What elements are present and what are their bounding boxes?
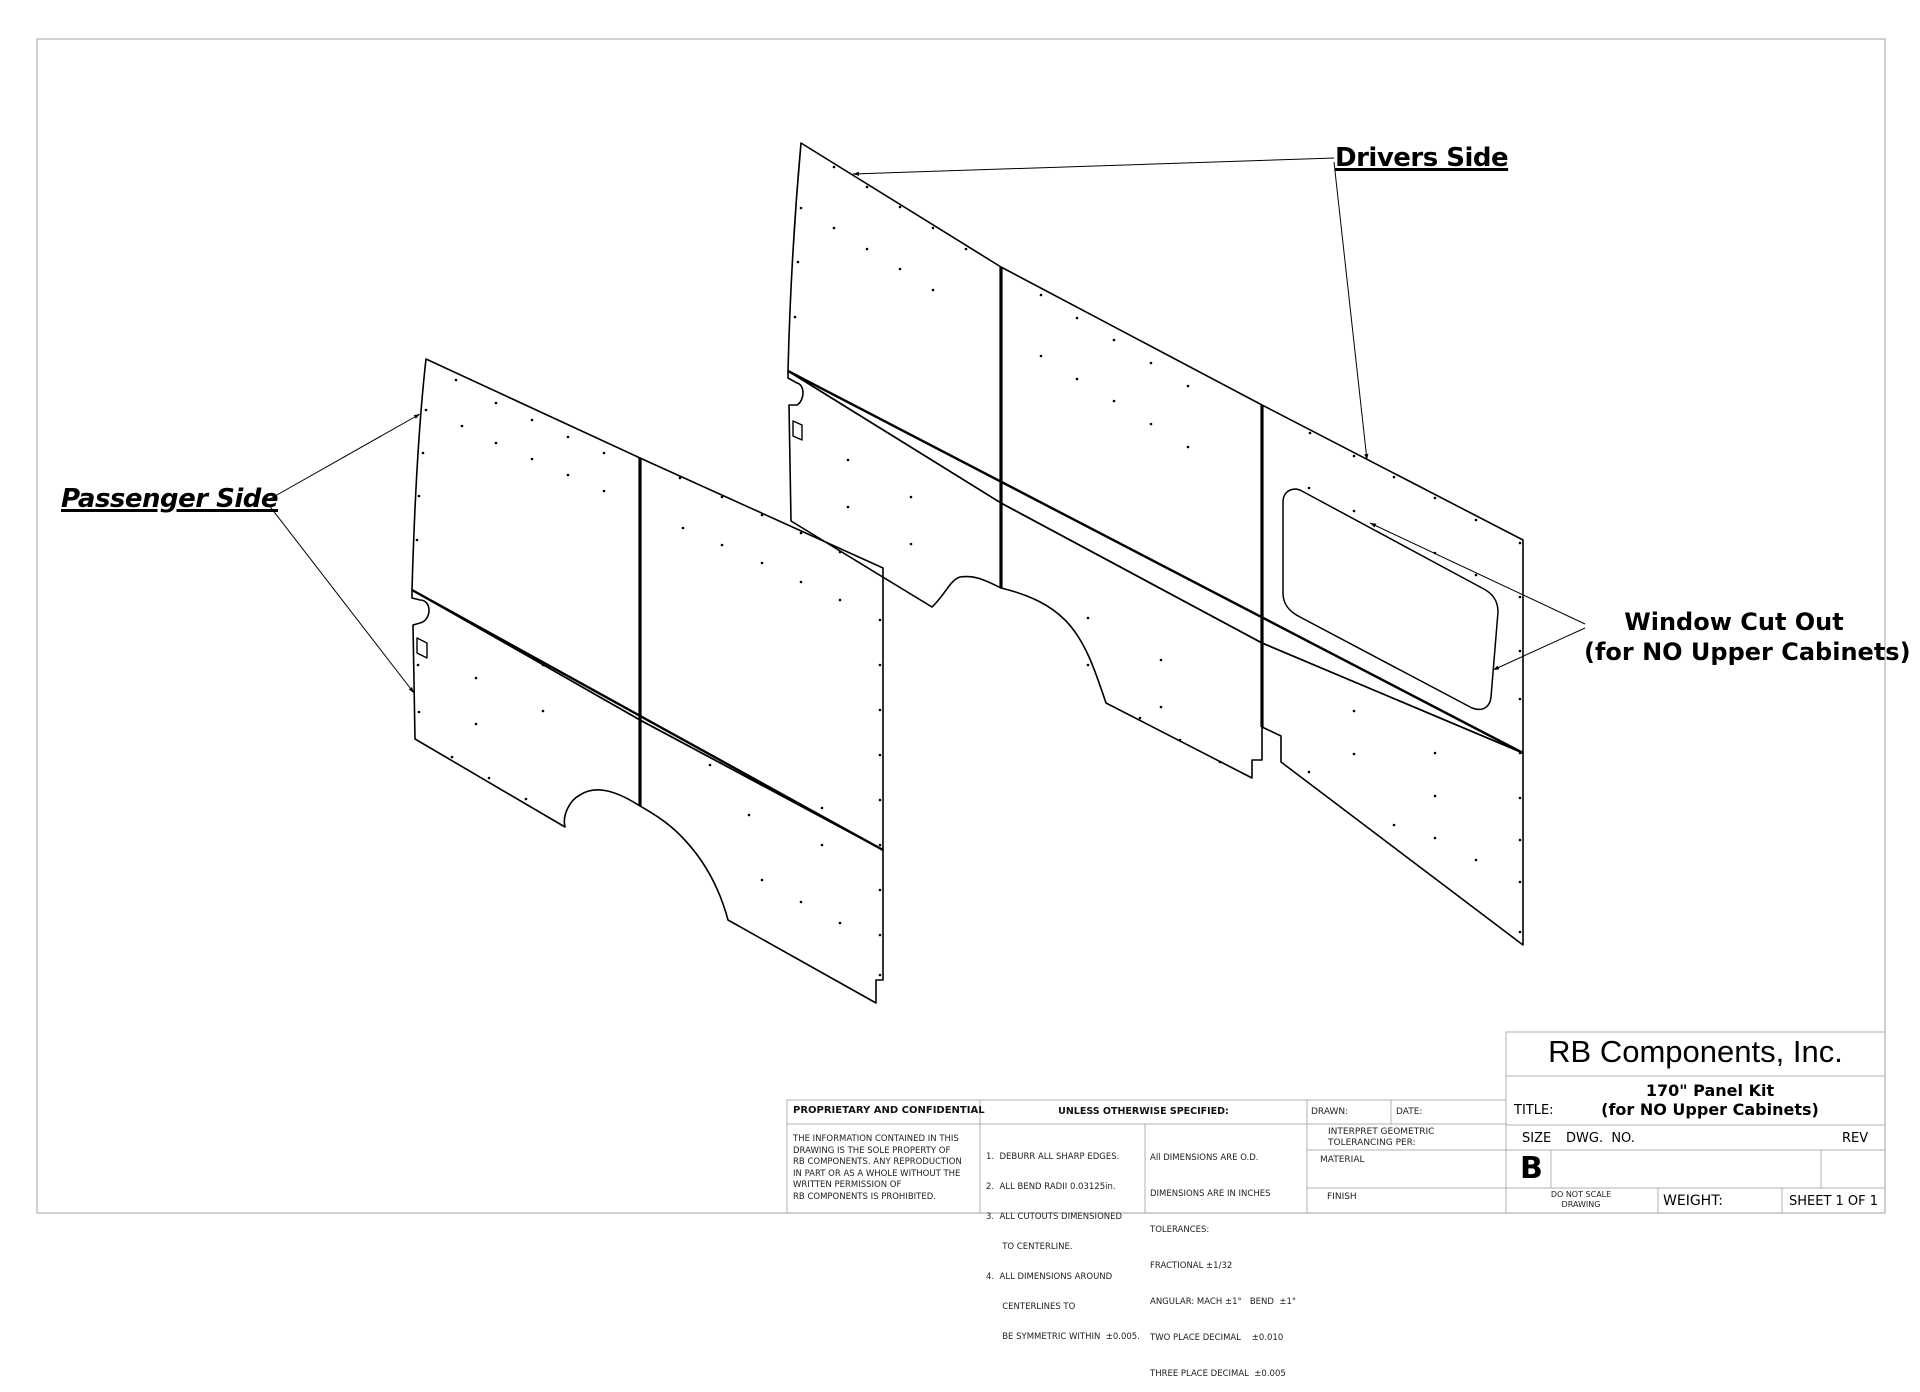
drivers-leader-left	[852, 157, 1335, 176]
passenger-side-panels	[411, 358, 884, 1004]
drivers-panel-lower-rear	[1261, 642, 1524, 946]
drawn-label: DRAWN:	[1311, 1107, 1349, 1117]
company-name: RB Components, Inc.	[1548, 1034, 1843, 1069]
drivers-seam	[787, 369, 1524, 755]
passenger-panel-lower-front	[411, 589, 641, 828]
material-label: MATERIAL	[1320, 1155, 1365, 1165]
drivers-cutout-square	[792, 420, 803, 441]
drivers-window-cutout	[1282, 488, 1499, 711]
window-leader-top	[1369, 522, 1586, 625]
size-value: B	[1520, 1151, 1543, 1186]
proprietary-text: THE INFORMATION CONTAINED IN THIS DRAWIN…	[793, 1134, 962, 1202]
drivers-panel-upper-rear	[1261, 404, 1524, 754]
sheet-number: SHEET 1 OF 1	[1789, 1194, 1879, 1209]
drivers-side-label: Drivers Side	[1335, 143, 1509, 173]
window-leader-bottom	[1492, 627, 1586, 671]
drivers-panel-upper-front	[787, 142, 1002, 504]
passenger-seam	[411, 588, 884, 852]
window-cutout-label: Window Cut Out (for NO Upper Cabinets)	[1584, 607, 1911, 667]
finish-label: FINISH	[1327, 1192, 1357, 1202]
title-block-grid	[786, 1031, 1886, 1214]
general-notes: 1. DEBURR ALL SHARP EDGES. 2. ALL BEND R…	[986, 1152, 1140, 1342]
passenger-cutout-square	[416, 637, 428, 659]
do-not-scale-note: DO NOT SCALE DRAWING	[1550, 1190, 1612, 1209]
interpret-tolerancing: INTERPRET GEOMETRIC TOLERANCING PER:	[1328, 1127, 1435, 1148]
drawing-sheet	[36, 38, 1886, 1214]
rev-label: REV	[1842, 1131, 1869, 1146]
drawing-title: 170" Panel Kit (for NO Upper Cabinets)	[1560, 1081, 1860, 1119]
weight-label: WEIGHT:	[1663, 1193, 1723, 1209]
drivers-side-panels	[787, 142, 1524, 946]
passenger-side-label: Passenger Side	[61, 484, 279, 514]
unless-specified-header: UNLESS OTHERWISE SPECIFIED:	[1058, 1106, 1229, 1117]
passenger-panel-upper-front	[411, 358, 641, 721]
drivers-panel-upper-middle	[1000, 266, 1263, 644]
passenger-leader-top	[267, 413, 421, 501]
proprietary-header: PROPRIETARY AND CONFIDENTIAL	[793, 1105, 985, 1116]
drawing-title-line2: (for NO Upper Cabinets)	[1601, 1100, 1819, 1119]
drivers-leader-right	[1333, 161, 1369, 461]
window-cutout-label-line1: Window Cut Out	[1624, 608, 1844, 636]
window-cutout-label-line2: (for NO Upper Cabinets)	[1584, 638, 1911, 666]
tolerance-notes: All DIMENSIONS ARE O.D. DIMENSIONS ARE I…	[1150, 1153, 1297, 1379]
drivers-panel-lower-middle	[1000, 502, 1263, 779]
dwg-no-label: DWG. NO.	[1566, 1131, 1635, 1146]
date-label: DATE:	[1396, 1107, 1423, 1117]
rivet-holes	[415, 165, 1522, 977]
passenger-panel-lower-rear	[639, 719, 884, 1004]
leader-lines	[267, 157, 1586, 694]
passenger-panel-upper-rear	[639, 457, 884, 851]
passenger-leader-bottom	[267, 503, 415, 694]
drawing-title-line1: 170" Panel Kit	[1645, 1081, 1775, 1100]
size-label: SIZE	[1522, 1131, 1552, 1146]
drivers-panel-lower-front	[787, 370, 1002, 608]
title-label: TITLE:	[1514, 1103, 1554, 1118]
